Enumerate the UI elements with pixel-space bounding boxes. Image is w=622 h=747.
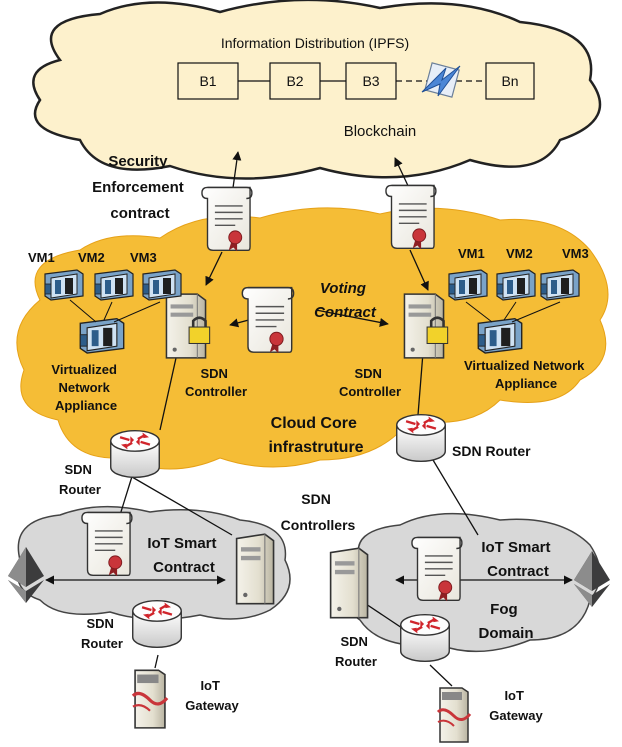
- block-b1: [177, 62, 239, 100]
- vm3-left-icon: [142, 269, 182, 301]
- vna-left-icon: [79, 318, 125, 354]
- block-chain: B1 B2 B3 Bn: [177, 62, 535, 100]
- vm-links: [69, 299, 561, 323]
- vm-left-labels: VM1 VM2 VM3: [28, 250, 157, 265]
- block-bn-label: Bn: [501, 73, 518, 89]
- gateway-left-icon: [131, 668, 169, 730]
- block-b2: [269, 62, 321, 100]
- vote-envelope-icon: [421, 62, 461, 98]
- vna-left-label: Virtualized Network Appliance: [51, 362, 120, 413]
- router-right-icon: [399, 613, 451, 663]
- iot-contract-left-icon: [81, 511, 133, 577]
- sdn-controller-left-icon: [165, 292, 211, 360]
- router-core-left-icon: [109, 429, 161, 479]
- vm1-left-icon: [44, 269, 84, 301]
- voting-contract-icon: [241, 286, 295, 354]
- vm2-right-icon: [496, 269, 536, 301]
- sdn-controllers-label: SDN Controllers: [281, 491, 356, 533]
- cloud-core-label: Cloud Core infrastruture: [268, 415, 363, 456]
- fog-domain-label: Fog Domain: [478, 601, 533, 642]
- sdn-router-left-label: SDN Router: [81, 616, 123, 651]
- vna-right-icon: [477, 318, 523, 354]
- sdn-controller-right-icon: [403, 292, 449, 360]
- block-b2-label: B2: [286, 73, 303, 89]
- gateway-right-icon: [436, 686, 472, 744]
- block-b3-label: B3: [362, 73, 379, 89]
- fog-controller-right-icon: [329, 547, 369, 619]
- scroll-contract-icon: [385, 184, 437, 250]
- vm3-right-icon: [540, 269, 580, 301]
- block-bn: [485, 62, 535, 100]
- fog-controller-left-icon: [235, 533, 275, 605]
- vm2-left-icon: [94, 269, 134, 301]
- security-contract-icon: [201, 186, 253, 252]
- sdn-router-core-left-label: SDN Router: [59, 462, 101, 497]
- router-left-icon: [131, 599, 183, 649]
- vna-right-label: Virtualized Network Appliance: [464, 358, 588, 391]
- router-core-right-icon: [395, 413, 447, 463]
- iot-contract-right-label: IoT Smart Contract: [481, 539, 554, 580]
- iot-contract-right-icon: [411, 536, 463, 602]
- vm1-right-icon: [448, 269, 488, 301]
- iot-contract-left-label: IoT Smart Contract: [147, 535, 220, 576]
- voting-label: Voting Contract: [314, 280, 377, 321]
- ipfs-title: Information Distribution (IPFS): [221, 35, 409, 51]
- fog-cloud-left: [16, 505, 291, 621]
- block-b3: [345, 62, 397, 100]
- gateway-right-label: IoT Gateway: [489, 688, 543, 723]
- blockchain-caption: Blockchain: [344, 123, 417, 140]
- sdn-controller-right-label: SDN Controller: [339, 366, 401, 399]
- block-b1-label: B1: [199, 73, 216, 89]
- sdn-router-core-right-label: SDN Router: [452, 443, 531, 459]
- sdn-controller-left-label: SDN Controller: [185, 366, 247, 399]
- sdn-router-right-label: SDN Router: [335, 634, 377, 669]
- gateway-left-label: IoT Gateway: [185, 678, 239, 713]
- fog-cloud-right: [344, 512, 601, 653]
- security-label: Security Enforcement contract: [92, 153, 188, 222]
- vm-right-labels: VM1 VM2 VM3: [458, 246, 589, 261]
